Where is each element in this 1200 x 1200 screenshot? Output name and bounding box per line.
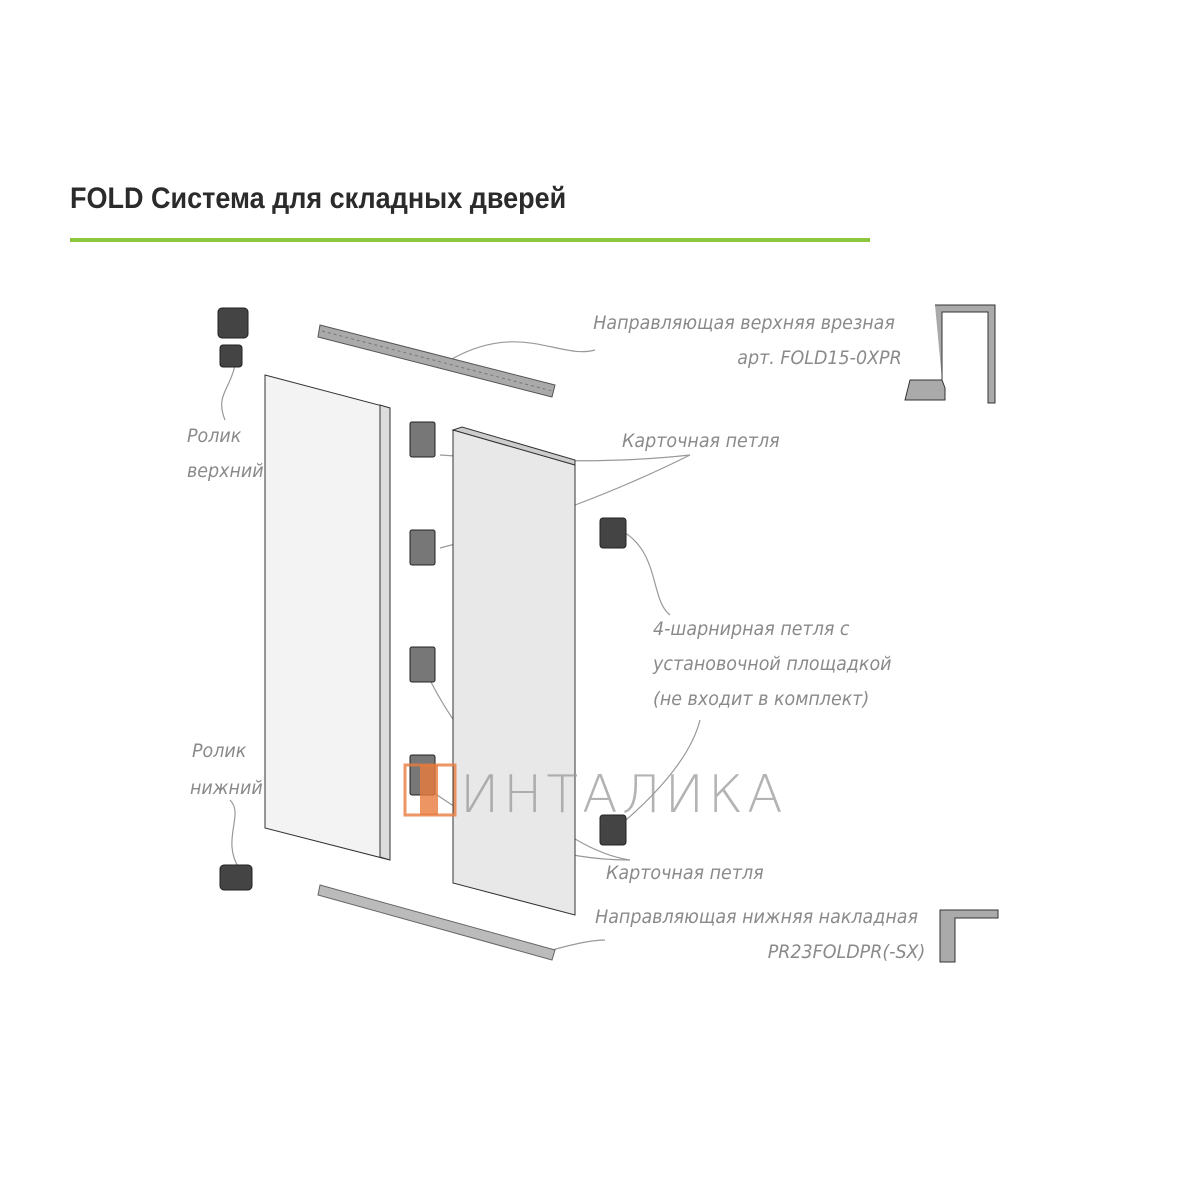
watermark: ИНТАЛИКА — [460, 765, 787, 825]
card-hinge — [409, 646, 436, 683]
top-rail-profile — [904, 304, 996, 404]
bottom-rail — [317, 884, 556, 961]
label-4-joint-hinge: 4-шарнирная петля с — [653, 618, 850, 640]
door-panel-left — [264, 374, 391, 861]
top-roller — [217, 307, 249, 339]
card-hinge — [409, 529, 436, 566]
title-underline — [70, 238, 870, 242]
label-top-rail: Направляющая верхняя врезная — [593, 312, 895, 334]
bottom-roller — [219, 864, 253, 891]
inтalika-logo — [403, 763, 457, 817]
label-4-joint-hinge-3: (не входит в комплект) — [653, 688, 870, 710]
label-roller-top-2: верхний — [187, 460, 264, 482]
door-panel-right — [452, 429, 576, 916]
label-roller-bottom-2: нижний — [190, 777, 263, 799]
label-bottom-rail-article: PR23FOLDPR(-SX) — [767, 941, 925, 963]
label-card-hinge-bottom: Карточная петля — [606, 862, 764, 884]
label-roller-bottom: Ролик — [192, 740, 247, 762]
page-title: FOLD Система для складных дверей — [70, 182, 567, 215]
four-joint-hinge — [599, 517, 627, 549]
label-bottom-rail: Направляющая нижняя накладная — [595, 906, 918, 928]
bottom-rail-profile — [939, 909, 999, 963]
label-roller-top: Ролик — [187, 425, 242, 447]
label-4-joint-hinge-2: установочной площадкой — [653, 653, 892, 675]
label-card-hinge-top: Карточная петля — [622, 430, 780, 452]
label-top-rail-article: арт. FOLD15-0XPR — [737, 347, 902, 369]
top-rail — [317, 324, 556, 398]
four-joint-hinge — [599, 814, 627, 846]
card-hinge — [409, 421, 436, 458]
